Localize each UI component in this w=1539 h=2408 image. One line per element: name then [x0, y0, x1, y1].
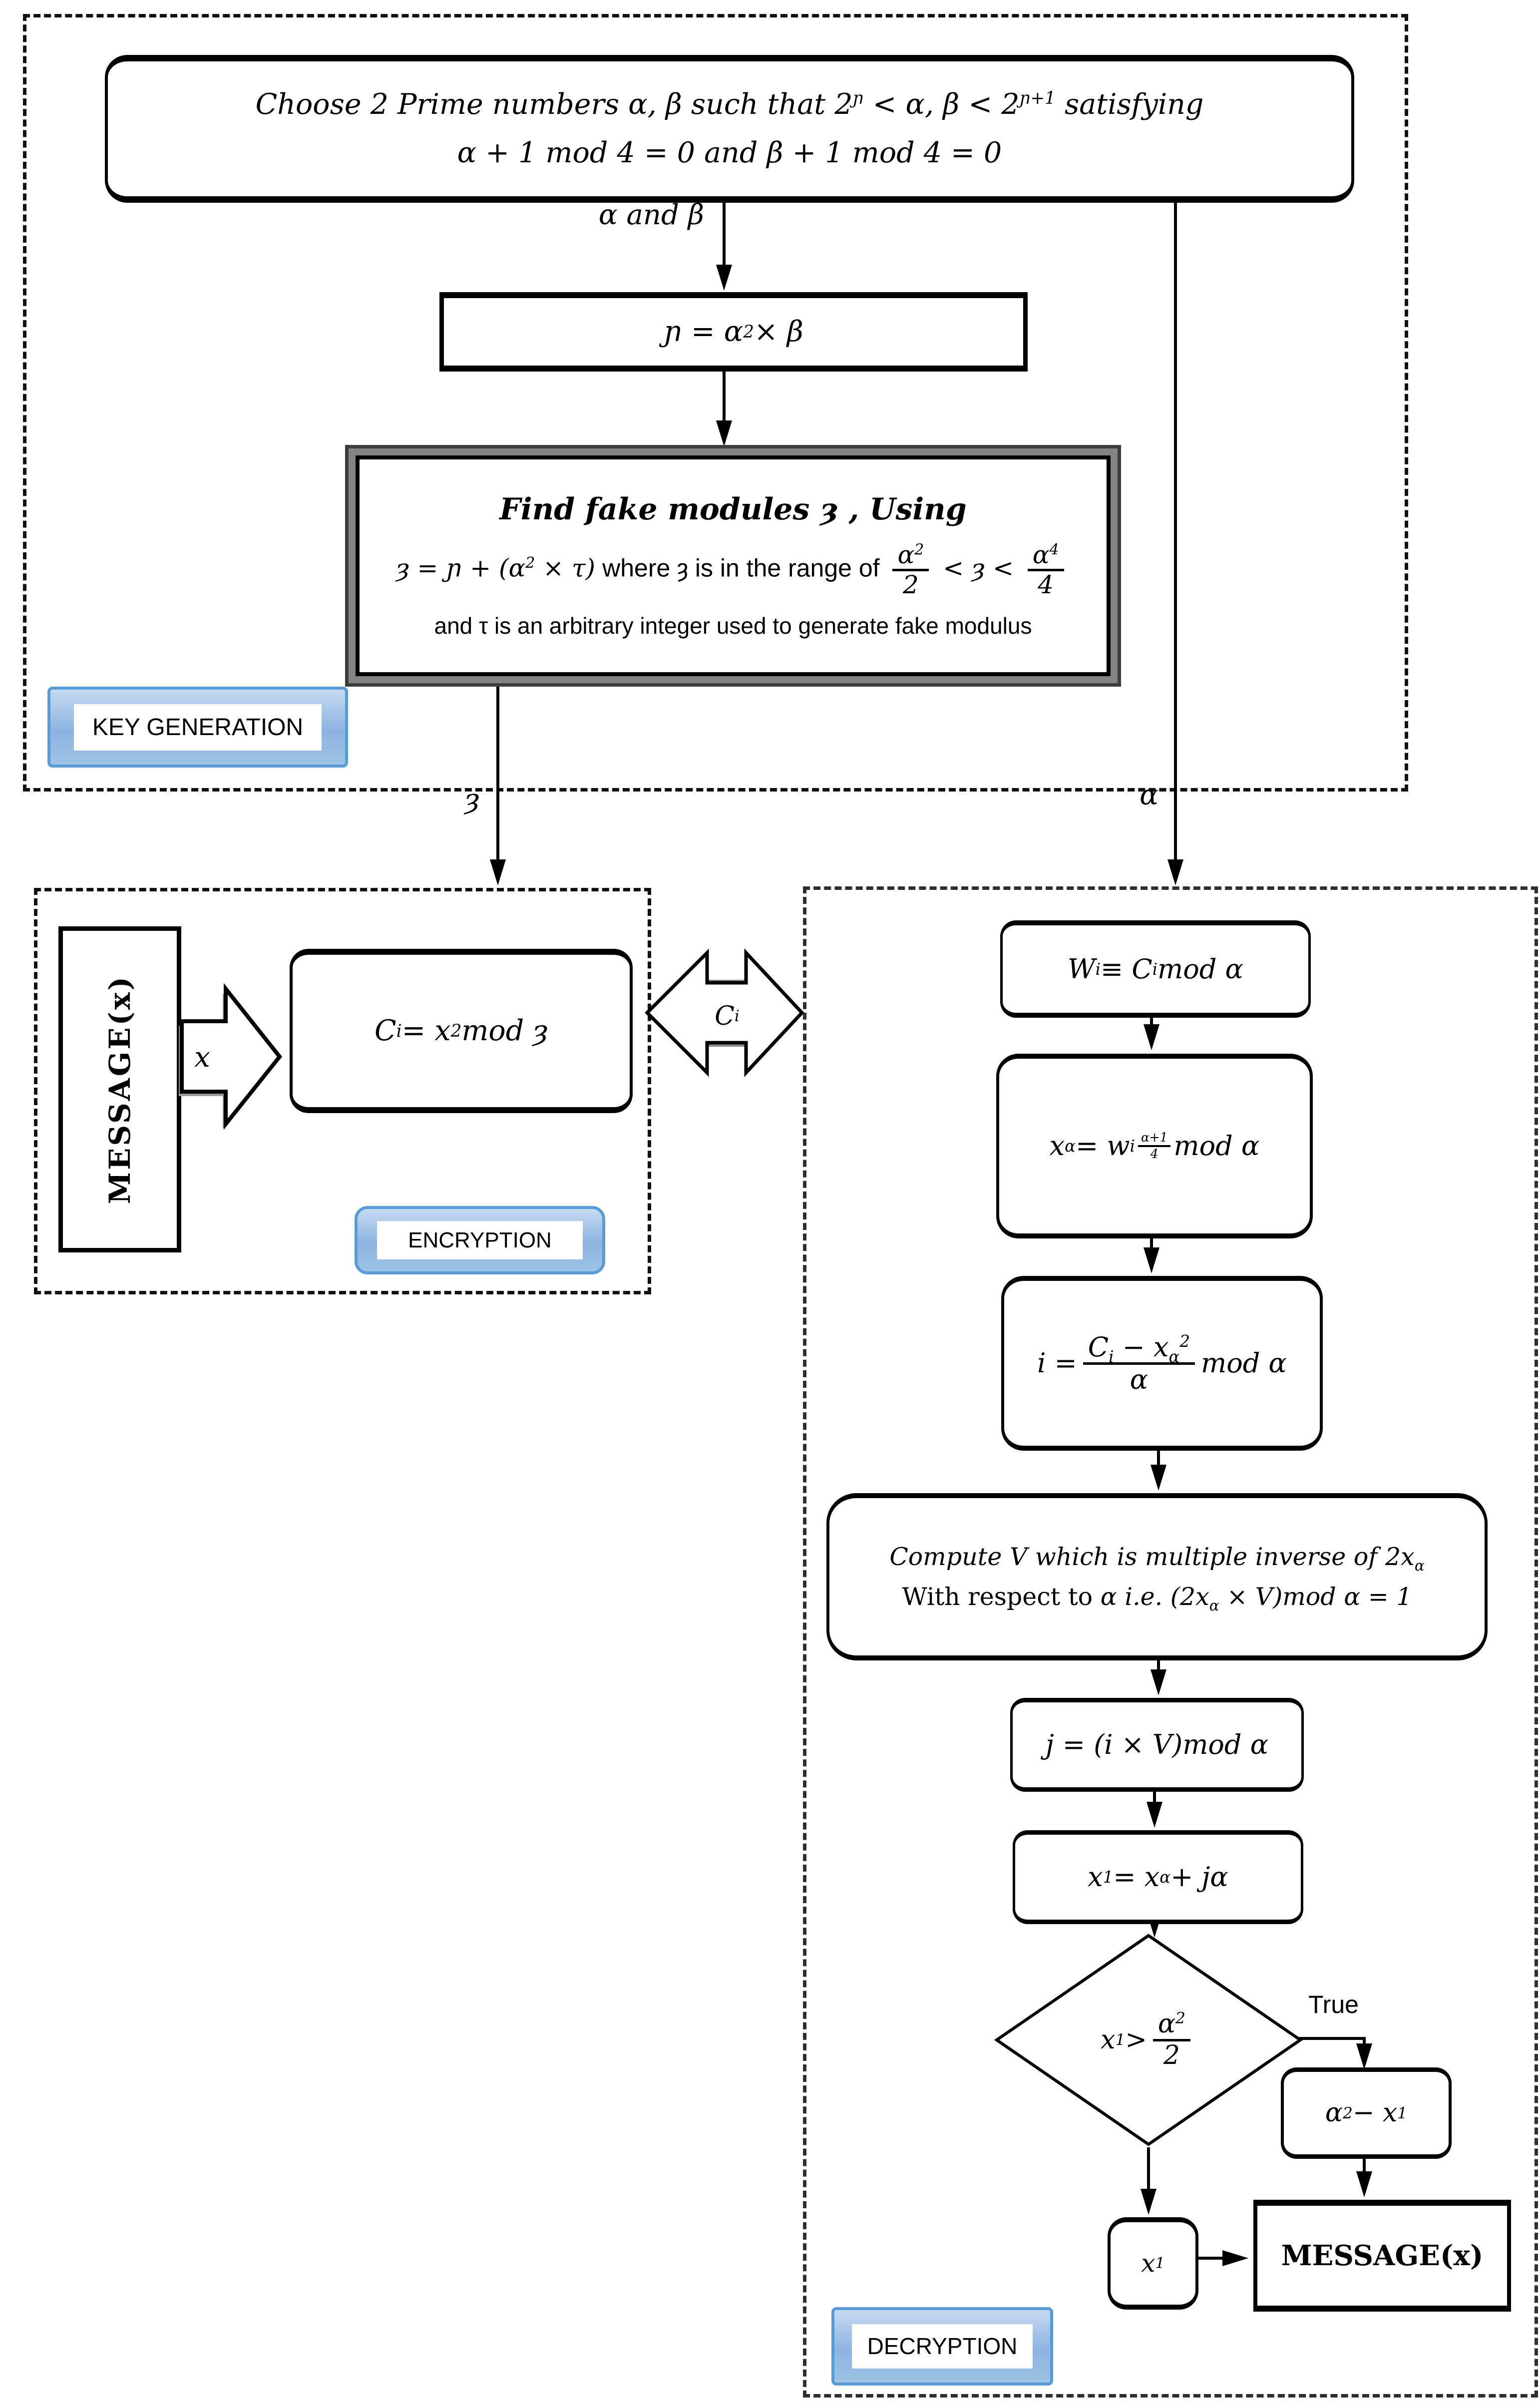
- arrowhead-i-to-v: [1151, 1465, 1166, 1491]
- fake-modulus-out-label: ȝ: [464, 783, 479, 815]
- choose-primes-box: Choose 2 Prime numbers α, β such that 2ɲ…: [105, 55, 1354, 203]
- arrow-xa-to-i: [1150, 1228, 1153, 1248]
- decryption-phase-label-text: DECRYPTION: [851, 2324, 1033, 2369]
- compute-v-line1: Compute V which is multiple inverse of 2…: [889, 1543, 1425, 1575]
- encryption-phase-label-text: ENCRYPTION: [377, 1220, 583, 1260]
- keygen-phase-label: KEY GENERATION: [47, 687, 348, 768]
- cipher-exchange-arrow: [645, 948, 804, 1077]
- j-box: j = (i × V)mod α: [1010, 1698, 1304, 1792]
- compute-v-box: Compute V which is multiple inverse of 2…: [826, 1493, 1488, 1660]
- arrow-x1-to-message: [1192, 2257, 1223, 2260]
- arrowhead-decision-false: [1141, 2189, 1156, 2215]
- message-output-box: MESSAGE(x): [1253, 2200, 1511, 2312]
- arrowhead-x1-to-message: [1222, 2250, 1248, 2266]
- arrow-primes-to-decryption: [1174, 190, 1177, 860]
- arrow-primes-to-modulus: [723, 190, 726, 266]
- message-input-box: MESSAGE(x): [58, 926, 181, 1252]
- keygen-phase-label-text: KEY GENERATION: [74, 704, 322, 751]
- arrowhead-true-branch: [1356, 2043, 1372, 2069]
- fake-modulus-formula: ȝ = ɲ + (α2 × τ) where ȝ is in the range…: [396, 541, 1070, 599]
- arrow-modulus-to-fake: [723, 360, 726, 421]
- compute-v-line2: With respect to α i.e. (2xα × V)mod α = …: [902, 1582, 1412, 1614]
- true-branch-hline: [1299, 2037, 1366, 2040]
- keygen-section-frame: [23, 14, 1408, 792]
- decryption-phase-label: DECRYPTION: [831, 2307, 1053, 2386]
- message-input-text: MESSAGE(x): [102, 974, 137, 1204]
- encryption-section-frame: [34, 888, 651, 1294]
- arrowhead-fake-to-encryption: [490, 859, 506, 885]
- arrow-a2-to-message: [1363, 2150, 1366, 2172]
- decision-diamond: [994, 1934, 1303, 2146]
- arrowhead-v-to-j: [1151, 1669, 1166, 1695]
- fake-modulus-note: and τ is an arbitrary integer used to ge…: [434, 613, 1032, 639]
- x-arrow-label: x: [194, 1041, 210, 1074]
- arrowhead-j-to-x1: [1147, 1802, 1162, 1828]
- choose-primes-line1: Choose 2 Prime numbers α, β such that 2ɲ…: [255, 87, 1204, 121]
- true-branch-vline: [1363, 2037, 1366, 2048]
- arrow-v-to-j: [1157, 1650, 1160, 1670]
- arrowhead-xa-to-i: [1144, 1247, 1159, 1273]
- arrowhead-primes-to-modulus: [716, 265, 732, 291]
- arrowhead-a2-to-message: [1356, 2171, 1372, 2197]
- arrowhead-primes-to-decryption: [1167, 859, 1183, 885]
- arrow-i-to-v: [1157, 1441, 1160, 1466]
- fake-modulus-title: Find fake modules ȝ , Using: [499, 492, 967, 527]
- encryption-phase-label: ENCRYPTION: [355, 1206, 605, 1274]
- arrow-decision-false: [1147, 2147, 1150, 2190]
- alpha-out-label: α: [1140, 779, 1158, 811]
- arrow-j-to-x1: [1153, 1783, 1156, 1803]
- decryption-section-frame: [803, 886, 1538, 2398]
- arrowhead-modulus-to-fake: [716, 420, 732, 446]
- x-block-arrow: [179, 983, 283, 1130]
- true-label: True: [1308, 1991, 1359, 2018]
- fake-modulus-box: Find fake modules ȝ , Using ȝ = ɲ + (α2 …: [356, 455, 1111, 676]
- arrowhead-w-to-xa: [1144, 1024, 1159, 1050]
- choose-primes-line2: α + 1 mod 4 = 0 and β + 1 mod 4 = 0: [457, 136, 1002, 169]
- arrow-fake-to-encryption: [496, 672, 499, 860]
- alpha-beta-arrow-label: α and β: [598, 199, 704, 231]
